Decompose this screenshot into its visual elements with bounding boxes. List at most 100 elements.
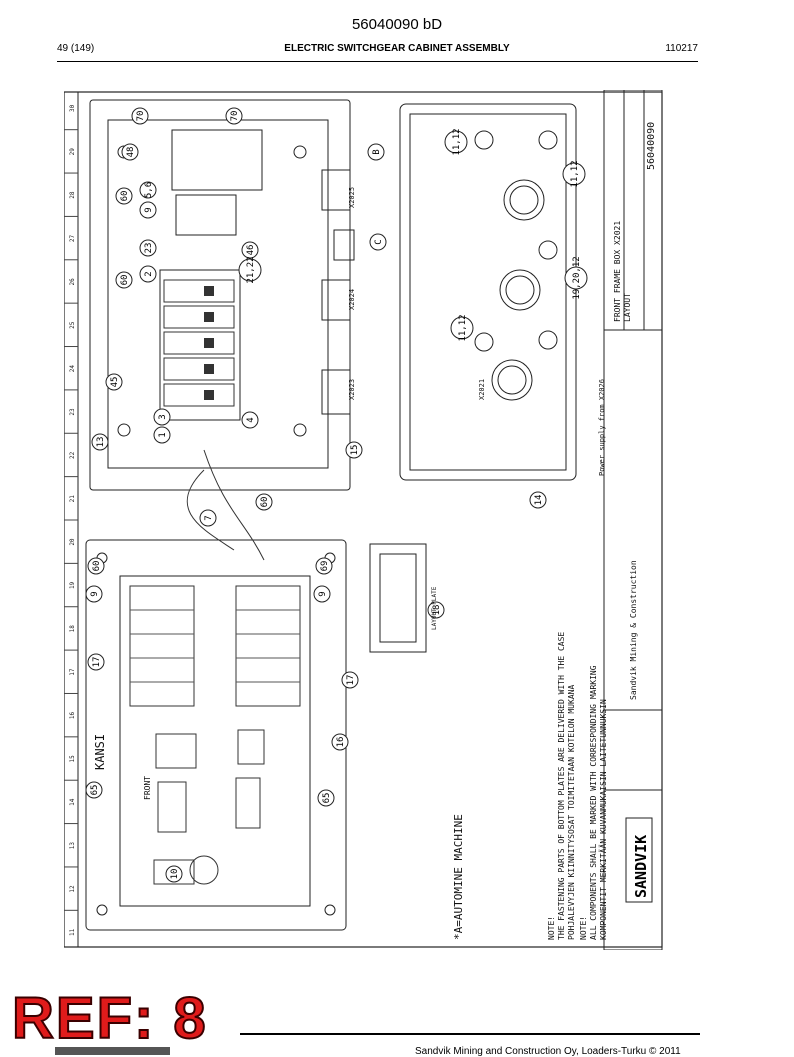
ruler-number: 24: [69, 365, 76, 373]
callout-top-label: 13: [96, 437, 106, 448]
note2-finnish: KOMPONENTIT MERKITÄÄN KUVANMUKAISIN LAIT…: [598, 699, 608, 940]
callout-bottom-label: 17: [92, 657, 102, 668]
ruler-number: 20: [69, 538, 76, 546]
callout-top-label: 48: [126, 147, 136, 158]
callout-top-label: 2: [144, 271, 154, 276]
callout-bottom-bubble: [87, 653, 105, 671]
box-callout-bubble: [369, 233, 387, 251]
note1-english: THE FASTENING PARTS OF BOTTOM PLATES ARE…: [557, 632, 566, 940]
ruler-number: 16: [69, 712, 76, 720]
callout-bottom-bubble: [85, 781, 103, 799]
box-callout-label: 11,12: [570, 160, 580, 187]
callout-top-label: 23: [144, 243, 154, 254]
callout-top-bubble: [529, 491, 547, 509]
document-number: 56040090 bD: [351, 16, 443, 33]
drawing-subtitle: LAYOUT: [623, 293, 632, 322]
automine-note: *A=AUTOMINE MACHINE: [452, 814, 465, 940]
box-callout-bubble: [450, 316, 474, 340]
callout-top-bubble: [153, 426, 171, 444]
callout-bottom-bubble: [87, 557, 105, 575]
ruler-number: 27: [69, 234, 76, 242]
callout-top-label: 70: [136, 111, 146, 122]
ruler-number: 23: [69, 408, 76, 416]
box-callout-label: B: [372, 149, 382, 154]
ruler-number: 29: [69, 148, 76, 156]
callout-top-label: 7: [204, 515, 214, 520]
callout-bottom-bubble: [427, 601, 445, 619]
ruler-number: 22: [69, 451, 76, 459]
callout-bottom-label: 60: [92, 561, 102, 572]
drawing-title: FRONT FRAME BOX X2021: [613, 221, 622, 322]
box-callout-label: 11,12: [458, 314, 468, 341]
brand-full-label: Sandvik Mining & Construction: [629, 560, 638, 700]
copyright-text: Sandvik Mining and Construction Oy, Load…: [415, 1046, 681, 1057]
callout-bottom-label: 69: [320, 561, 330, 572]
callout-top-bubble: [255, 493, 273, 511]
callout-top-bubble: [139, 201, 157, 219]
box-callout-label: 19,20,12: [572, 256, 582, 299]
power-supply-label: Power supply from X2026: [598, 379, 606, 476]
callout-top-label: 9: [144, 207, 154, 212]
callout-top-label: 60: [120, 191, 130, 202]
callout-bottom-label: 65: [90, 785, 100, 796]
note2-english: ALL COMPONENTS SHALL BE MARKED WITH CORR…: [589, 665, 598, 940]
callout-bottom-bubble: [85, 585, 103, 603]
ruler-number: 25: [69, 321, 76, 329]
ruler-number: 12: [69, 885, 76, 893]
callout-top-label: 70: [230, 111, 240, 122]
box-callout-bubble: [564, 266, 588, 290]
note1-title: NOTE!: [547, 916, 556, 940]
ruler-number: 30: [69, 104, 76, 112]
callout-bottom-bubble: [313, 585, 331, 603]
callout-top-label: 45: [110, 377, 120, 388]
box-callout-label: C: [374, 239, 384, 244]
box-callout-label: 11,12: [452, 128, 462, 155]
callout-top-bubble: [121, 143, 139, 161]
callout-top-bubble: [241, 411, 259, 429]
callout-top-bubble: [105, 373, 123, 391]
callout-top-bubble: [139, 181, 157, 199]
callout-bottom-label: 17: [346, 675, 356, 686]
callout-top-label: 15: [350, 445, 360, 456]
callout-top-bubble: [115, 271, 133, 289]
page-title: ELECTRIC SWITCHGEAR CABINET ASSEMBLY: [284, 43, 510, 54]
connector-label: X2021: [478, 379, 486, 400]
callout-bottom-bubble: [341, 671, 359, 689]
callout-bottom-bubble: [331, 733, 349, 751]
callout-top-bubble: [238, 258, 262, 282]
ruler-number: 18: [69, 625, 76, 633]
ruler-number: 28: [69, 191, 76, 199]
callout-bottom-label: 65: [322, 793, 332, 804]
ref-stamp: REF: 8: [11, 985, 208, 1052]
callout-top-bubble: [241, 241, 259, 259]
ruler-number: 21: [69, 495, 76, 503]
callout-bottom-label: 9: [318, 591, 328, 596]
header-divider: [57, 61, 698, 62]
note2-title: NOTE!: [579, 916, 588, 940]
drawing-number: 56040090: [646, 122, 657, 170]
callout-top-bubble: [139, 239, 157, 257]
callout-top-bubble: [115, 187, 133, 205]
ruler-number: 26: [69, 278, 76, 286]
callout-bottom-label: 9: [90, 591, 100, 596]
callout-top-label: 1: [158, 432, 168, 437]
callout-top-label: 5,6: [144, 182, 154, 198]
callout-top-label: 14: [534, 495, 544, 506]
ruler-number: 14: [69, 798, 76, 806]
kansi-label: KANSI: [93, 734, 107, 770]
connector-label: X2024: [348, 289, 356, 310]
callout-bottom-label: 10: [170, 869, 180, 880]
callout-bottom-bubble: [315, 557, 333, 575]
callout-bottom-label: 18: [432, 605, 442, 616]
callout-top-label: 46: [246, 245, 256, 256]
callout-top-bubble: [139, 265, 157, 283]
ruler-number: 11: [69, 928, 76, 936]
box-callout-bubble: [367, 143, 385, 161]
callout-top-bubble: [199, 509, 217, 527]
ruler-number: 15: [69, 755, 76, 763]
callout-top-label: 21,22: [246, 256, 256, 283]
callout-top-bubble: [153, 408, 171, 426]
callout-bottom-label: 16: [336, 737, 346, 748]
callout-bottom-bubble: [317, 789, 335, 807]
